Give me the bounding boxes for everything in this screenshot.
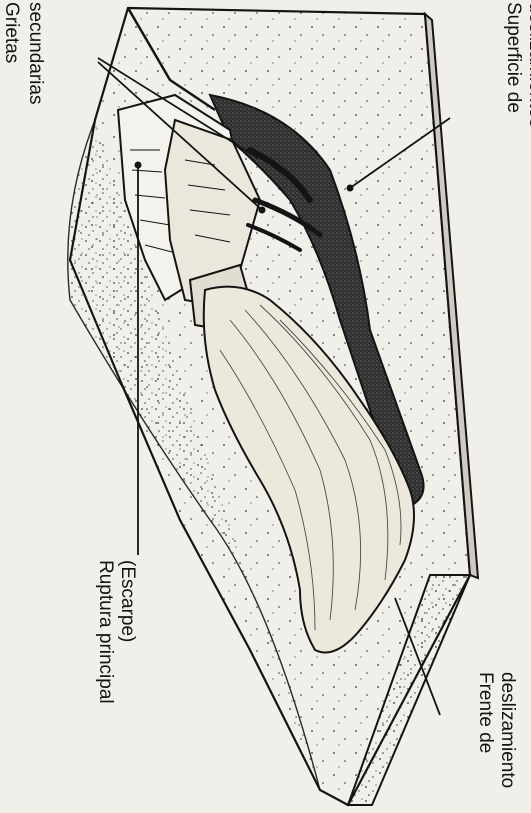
leader-dot-grietas [259, 207, 266, 214]
label-superficie-line2: deslizamientos [525, 2, 531, 128]
label-ruptura-line1: Ruptura principal [95, 560, 116, 704]
label-superficie-line1: Superficie de [503, 2, 524, 113]
label-grietas-line1: Grietas [1, 2, 22, 63]
label-superficie-deslizamientos: Superficie de deslizamientos [503, 2, 531, 128]
label-frente-deslizamiento: Frente de deslizamiento [475, 672, 518, 788]
leader-dot-superficie [347, 185, 354, 192]
label-ruptura-principal: Ruptura principal (Escarpe) [95, 560, 138, 704]
label-frente-line2: deslizamiento [497, 672, 518, 788]
label-grietas-line2: secundarias [25, 2, 46, 104]
label-grietas-secundarias: Grietas secundarias [1, 2, 46, 104]
label-ruptura-line2: (Escarpe) [117, 560, 138, 642]
leader-dot-ruptura [135, 162, 142, 169]
label-frente-line1: Frente de [475, 672, 496, 753]
